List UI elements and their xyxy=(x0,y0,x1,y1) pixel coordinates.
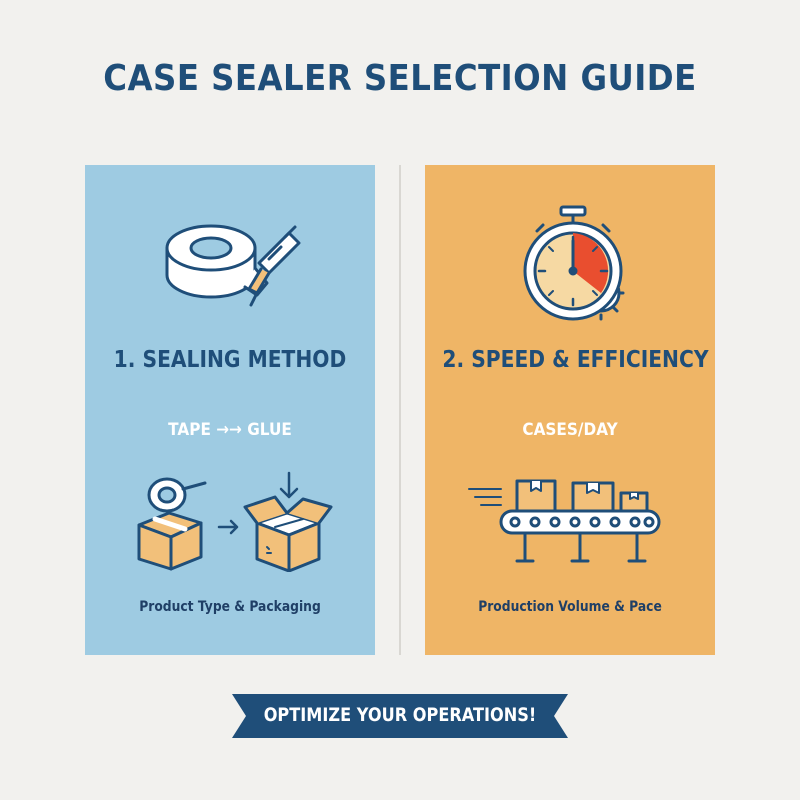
page-title: CASE SEALER SELECTION GUIDE xyxy=(103,58,697,99)
speed-efficiency-heading: 2. SPEED & EFFICIENCY xyxy=(442,347,709,373)
ribbon-shape xyxy=(232,694,568,738)
production-volume-caption: Production Volume & Pace xyxy=(478,599,662,615)
sealing-method-heading: 1. SEALING METHOD xyxy=(113,347,347,373)
optimize-banner: OPTIMIZE YOUR OPERATIONS! xyxy=(232,690,568,742)
cases-per-day-label: CASES/DAY xyxy=(522,420,618,440)
tape-to-glue-label: TAPE →→ GLUE xyxy=(168,420,292,440)
panel-speed-efficiency: 2. SPEED & EFFICIENCY CASES/DAY xyxy=(425,165,715,655)
conveyor-boxes-icon xyxy=(468,479,661,563)
tape-roll-and-glue-gun-icon xyxy=(165,224,301,307)
stopwatch-gear-icon xyxy=(523,205,625,321)
banner-label: OPTIMIZE YOUR OPERATIONS! xyxy=(263,704,537,726)
panel-sealing-method: 1. SEALING METHOD TAPE →→ GLUE xyxy=(85,165,375,655)
center-divider xyxy=(399,165,401,655)
product-type-caption: Product Type & Packaging xyxy=(139,599,321,615)
taped-box-to-open-box-icon xyxy=(137,471,333,572)
